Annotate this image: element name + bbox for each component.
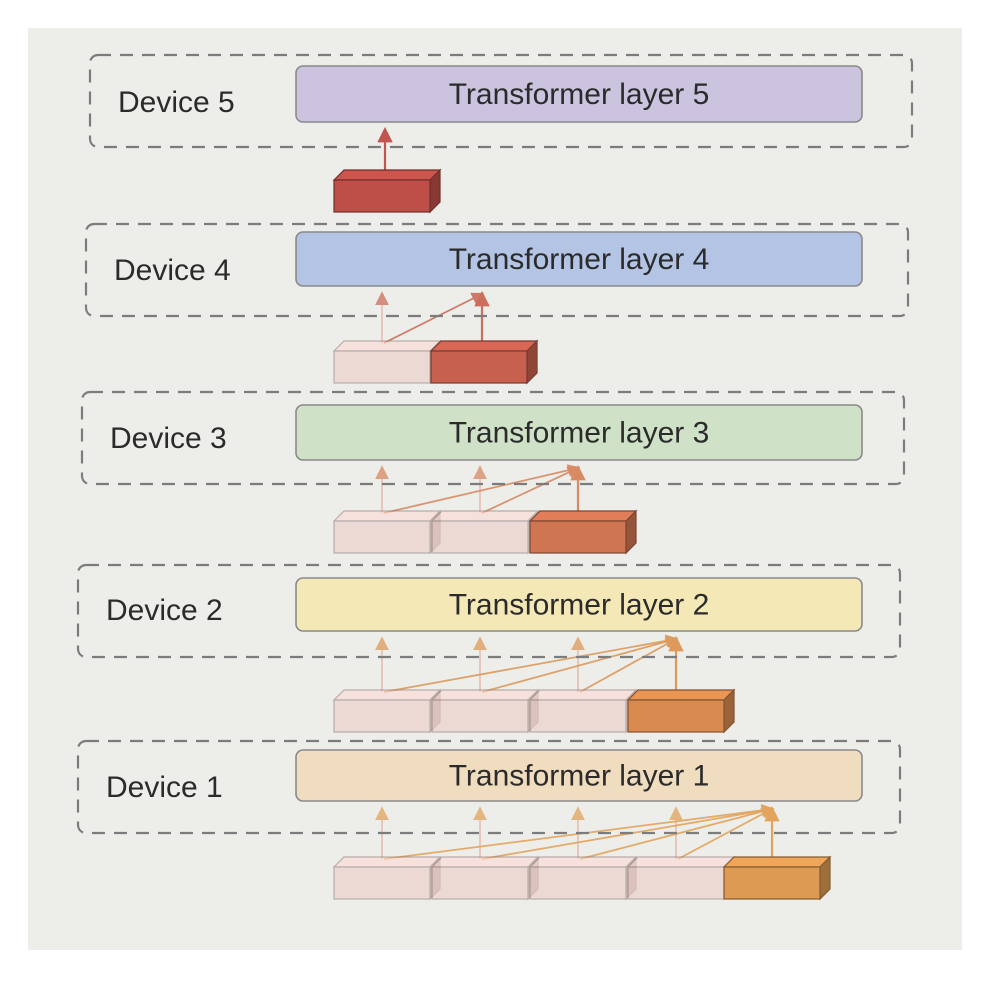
- transformer-layer-box: [295, 749, 863, 802]
- faded-token: [430, 509, 540, 555]
- token-front-face: [627, 866, 725, 900]
- transformer-layer-label: Transformer layer 2: [449, 589, 710, 622]
- faded-token: [332, 509, 442, 555]
- device-group: Device 2 Transformer layer 2: [76, 563, 902, 659]
- transformer-layer-box: [295, 404, 863, 461]
- token-front-face: [333, 179, 431, 213]
- device-dashed-border: [76, 563, 902, 659]
- device-label: Device 3: [110, 422, 227, 455]
- faded-token: [332, 339, 442, 385]
- transformer-layer-box: [295, 577, 863, 632]
- token-top-face: [430, 689, 540, 701]
- attention-arrow: [481, 635, 679, 693]
- faded-token: [430, 855, 540, 901]
- faded-token: [430, 688, 540, 734]
- token-top-face: [430, 856, 540, 868]
- device-group: Device 3 Transformer layer 3: [80, 390, 906, 486]
- token-front-face: [431, 699, 529, 733]
- transformer-layer-box: [295, 231, 863, 287]
- transformer-layer-label: Transformer layer 5: [449, 78, 710, 111]
- token-row: [332, 126, 442, 214]
- faded-token: [332, 688, 442, 734]
- token-row: [332, 804, 832, 901]
- transformer-layer-box: [295, 65, 863, 123]
- attention-arrows: [375, 634, 684, 693]
- device-dashed-border: [80, 390, 906, 486]
- token-row: [332, 290, 539, 385]
- token-top-face: [332, 689, 442, 701]
- transformer-layer-label: Transformer layer 3: [449, 417, 710, 450]
- attention-arrows: [375, 464, 586, 514]
- token-front-face: [333, 350, 431, 384]
- token-front-face: [529, 699, 627, 733]
- active-token: [626, 688, 736, 734]
- transformer-layer-label: Transformer layer 4: [449, 243, 710, 276]
- attention-arrow: [481, 466, 581, 514]
- token-top-face: [528, 856, 638, 868]
- attention-arrow: [383, 634, 679, 693]
- token-top-face: [722, 856, 832, 868]
- attention-arrow: [579, 637, 679, 693]
- token-front-face: [431, 520, 529, 554]
- device-dashed-border: [88, 53, 914, 149]
- device-groups: Device 5 Transformer layer 5 Device 4 Trans…: [76, 53, 914, 835]
- device-group: Device 4 Transformer layer 4: [84, 222, 910, 318]
- token-row: [332, 464, 638, 555]
- faded-token: [626, 855, 736, 901]
- token-top-face: [528, 689, 638, 701]
- faded-token: [528, 688, 638, 734]
- attention-arrows: [375, 290, 490, 344]
- token-front-face: [529, 520, 627, 554]
- token-front-face: [529, 866, 627, 900]
- active-token: [332, 168, 442, 214]
- token-front-face: [723, 866, 821, 900]
- token-top-face: [528, 510, 638, 522]
- device-label: Device 2: [106, 594, 223, 627]
- device-dashed-border: [76, 739, 902, 835]
- token-top-face: [332, 340, 442, 352]
- token-top-face: [430, 510, 540, 522]
- active-token: [722, 855, 832, 901]
- attention-arrow: [383, 464, 581, 514]
- token-top-face: [332, 856, 442, 868]
- token-front-face: [627, 699, 725, 733]
- token-top-face: [429, 340, 539, 352]
- attention-arrow: [677, 807, 775, 860]
- transformer-layer-label: Transformer layer 1: [449, 760, 710, 793]
- token-front-face: [333, 699, 431, 733]
- faded-token: [528, 855, 638, 901]
- token-rows: [332, 126, 832, 901]
- token-front-face: [333, 520, 431, 554]
- device-group: Device 5 Transformer layer 5: [88, 53, 914, 149]
- device-label: Device 4: [114, 254, 231, 287]
- active-token: [429, 339, 539, 385]
- device-dashed-border: [84, 222, 910, 318]
- device-label: Device 5: [118, 86, 235, 119]
- token-top-face: [332, 510, 442, 522]
- token-front-face: [333, 866, 431, 900]
- attention-arrow: [383, 292, 485, 344]
- token-row: [332, 634, 736, 734]
- active-token: [528, 509, 638, 555]
- token-top-face: [626, 689, 736, 701]
- device-group: Device 1 Transformer layer 1: [76, 739, 902, 835]
- token-top-face: [332, 169, 442, 181]
- diagram-background: [28, 28, 962, 950]
- token-front-face: [430, 350, 528, 384]
- device-label: Device 1: [106, 771, 223, 804]
- token-front-face: [431, 866, 529, 900]
- faded-token: [332, 855, 442, 901]
- token-top-face: [626, 856, 736, 868]
